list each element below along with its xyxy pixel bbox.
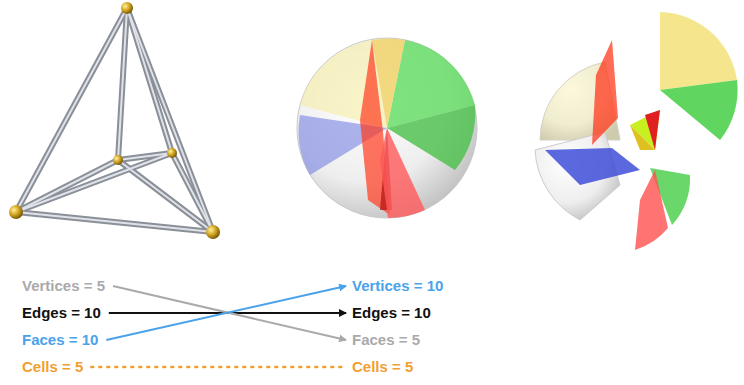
left-count: Cells = 5 [22,358,83,376]
partitioned-sphere [297,38,477,218]
right-count: Vertices = 10 [352,277,443,295]
pentachoron-wireframe [9,2,220,239]
right-count: Faces = 5 [352,331,420,349]
right-count: Edges = 10 [352,304,431,322]
left-count: Vertices = 5 [22,277,105,295]
mapping-arrow [91,366,346,369]
right-count: Cells = 5 [352,358,413,376]
exploded-sphere [535,12,738,250]
left-count: Edges = 10 [22,304,101,322]
mapping-arrow [106,286,346,340]
left-count: Faces = 10 [22,331,98,349]
